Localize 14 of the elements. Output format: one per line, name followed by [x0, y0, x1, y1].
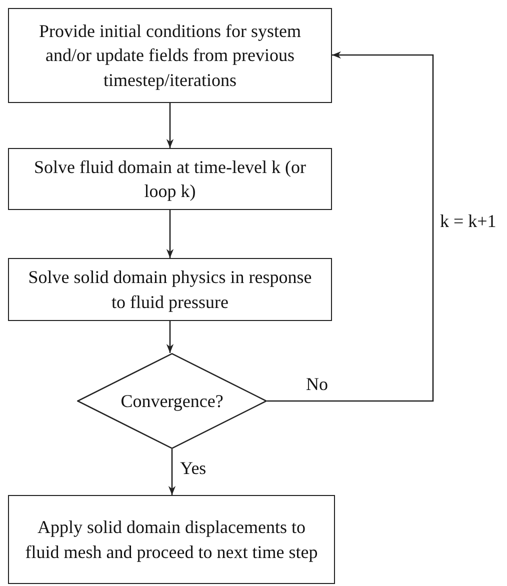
process-box [8, 258, 332, 321]
process-box [8, 8, 332, 103]
arrow [166, 103, 174, 148]
node-text: Solve fluid domain at time-level k (or loop k) [33, 156, 307, 203]
arrow [166, 321, 174, 353]
process-box [8, 495, 335, 584]
process-box [8, 148, 332, 210]
arrow [267, 51, 434, 402]
node-text: Convergence? [120, 390, 224, 413]
arrow [166, 210, 174, 258]
node-text: Apply solid domain displacements to fluid mesh and proceed to next time step [24, 516, 319, 564]
arrow [168, 449, 176, 495]
node-text: Provide initial conditions for system and/or update fields from previous timestep/iterations [38, 20, 302, 92]
node-text: Solve solid domain physics in response to fluid pressure [27, 266, 313, 314]
